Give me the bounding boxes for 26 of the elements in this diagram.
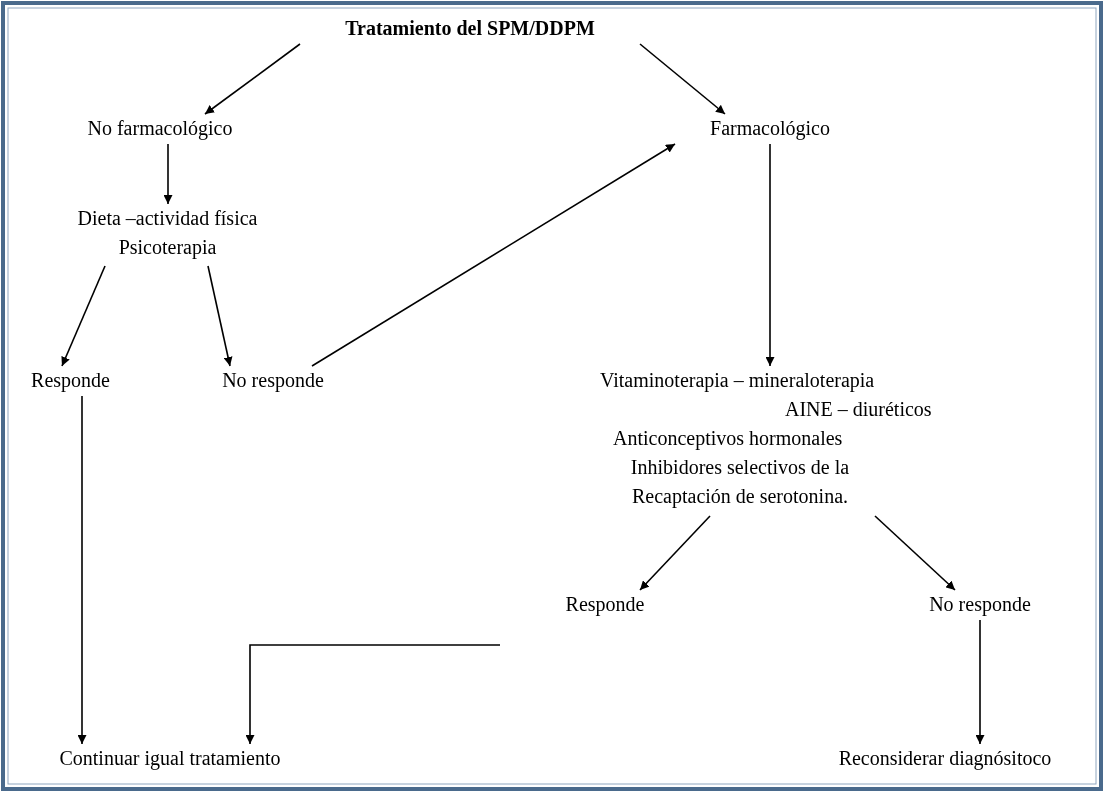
- arrow: [163, 143, 173, 205]
- node-text: AINE – diuréticos: [785, 397, 932, 422]
- node-text: No responde: [929, 592, 1031, 618]
- arrow: [765, 143, 775, 367]
- arrow: [61, 265, 106, 367]
- arrow: [975, 619, 985, 745]
- title-text: Tratamiento del SPM/DDPM: [345, 16, 595, 41]
- arrow: [204, 43, 301, 115]
- node-text: Responde: [565, 592, 645, 618]
- arrow: [245, 644, 501, 745]
- node-text: Reconsiderar diagnósitoco: [838, 746, 1052, 772]
- node-text: No responde: [222, 368, 324, 394]
- node-text: Responde: [31, 368, 110, 394]
- arrow: [207, 265, 233, 367]
- node-text: Dieta –actividad física Psicoterapia: [76, 206, 259, 261]
- node-text: Vitaminoterapia – mineraloterapia: [600, 368, 875, 394]
- arrow: [77, 395, 87, 745]
- arrow: [874, 515, 956, 591]
- node-text: Inhibidores selectivos de la Recaptación de serotonina.: [629, 455, 851, 510]
- node-text: Continuar igual tratamiento: [59, 746, 281, 772]
- arrow: [311, 143, 676, 367]
- node-text: Anticonceptivos hormonales: [613, 426, 843, 452]
- arrow: [639, 515, 711, 591]
- node-text: No farmacológico: [87, 116, 233, 142]
- arrow: [639, 43, 726, 115]
- node-text: Farmacológico: [710, 116, 830, 142]
